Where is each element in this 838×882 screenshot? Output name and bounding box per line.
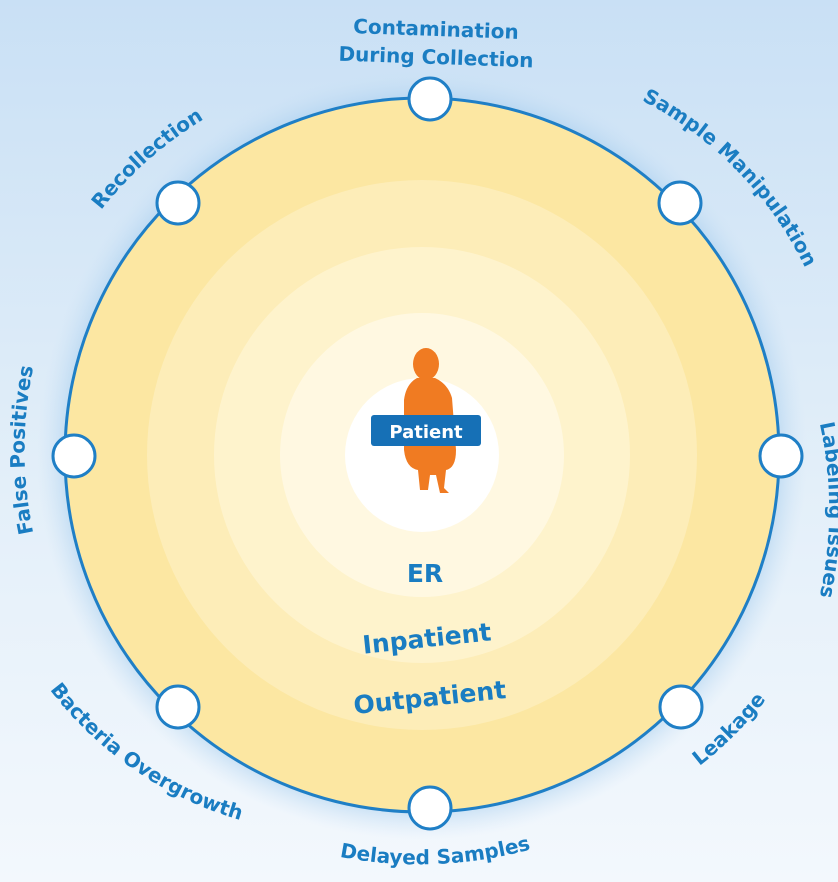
issue-label-contamination-line2: During Collection: [338, 42, 534, 73]
issue-label-contamination-line1: Contamination: [353, 14, 519, 44]
node-sample-manipulation: [657, 180, 703, 226]
node-recollection: [155, 180, 201, 226]
node-leakage: [658, 684, 704, 730]
patient-badge: Patient: [371, 415, 481, 446]
node-labeling-issues: [758, 433, 804, 479]
issue-label-labeling-issues: Labeling Issues: [815, 420, 838, 601]
node-contamination: [407, 76, 453, 122]
node-delayed-samples: [407, 785, 453, 831]
patient-label: Patient: [389, 422, 463, 443]
node-bacteria-overgrowth: [155, 684, 201, 730]
ring-label-er: ER: [407, 559, 443, 588]
issue-label-false-positives: False Positives: [6, 363, 39, 537]
node-false-positives: [51, 433, 97, 479]
issue-nodes: [51, 76, 804, 831]
